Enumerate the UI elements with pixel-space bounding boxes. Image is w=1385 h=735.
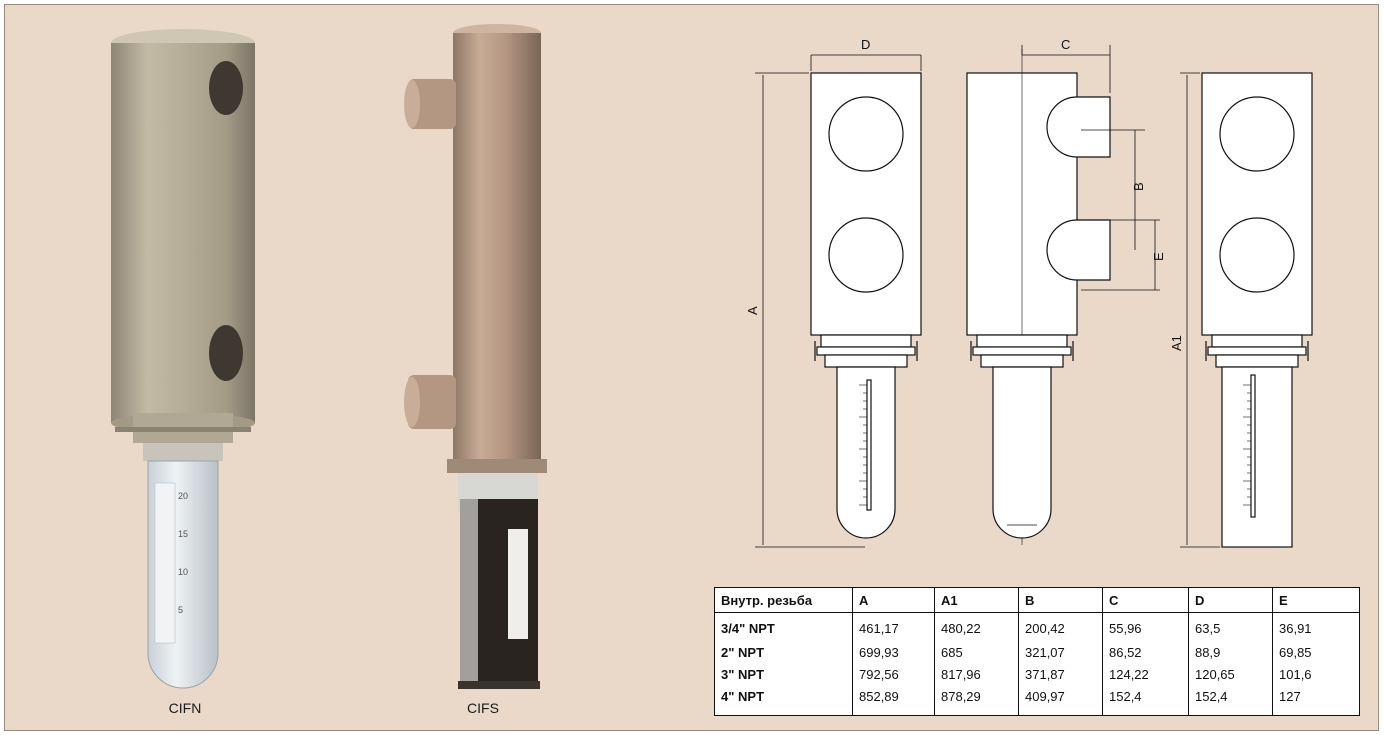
- catalog-page: 20 15 10 5 CIFN CIFS: [4, 4, 1379, 731]
- cell-a1: 480,22: [934, 612, 1019, 644]
- header-b: B: [1018, 587, 1103, 613]
- dimension-label-a: A: [745, 306, 760, 315]
- scale-label-15: 15: [178, 529, 188, 539]
- cell-d: 88,9: [1188, 643, 1273, 666]
- table-row: 4" NPT 852,89 878,29 409,97 152,4 152,4 …: [714, 687, 1360, 716]
- cell-a1: 685: [934, 643, 1019, 666]
- header-thread: Внутр. резьба: [714, 587, 853, 613]
- cifs-caption: CIFS: [467, 700, 499, 716]
- dimension-label-d: D: [861, 37, 870, 52]
- header-a: A: [852, 587, 935, 613]
- cell-thread: 4" NPT: [714, 687, 853, 716]
- cifs-product-photo: [404, 24, 547, 689]
- cell-a: 461,17: [852, 612, 935, 644]
- cell-c: 124,22: [1102, 665, 1189, 688]
- cell-c: 55,96: [1102, 612, 1189, 644]
- cell-e: 69,85: [1272, 643, 1360, 666]
- table-row: 2" NPT 699,93 685 321,07 86,52 88,9 69,8…: [714, 643, 1360, 666]
- header-c: C: [1102, 587, 1189, 613]
- table-header-row: Внутр. резьба A A1 B C D E: [714, 587, 1360, 613]
- header-a1: A1: [934, 587, 1019, 613]
- cell-thread: 3" NPT: [714, 665, 853, 688]
- cell-thread: 3/4" NPT: [714, 612, 853, 644]
- cell-a: 852,89: [852, 687, 935, 716]
- cell-e: 127: [1272, 687, 1360, 716]
- dimension-drawing: D C B E A A1: [745, 37, 1313, 548]
- cell-d: 63,5: [1188, 612, 1273, 644]
- dimension-label-c: C: [1061, 37, 1070, 52]
- scale-label-20: 20: [178, 491, 188, 501]
- rear-view-drawing: [1201, 72, 1313, 548]
- table-row: 3/4" NPT 461,17 480,22 200,42 55,96 63,5…: [714, 612, 1360, 644]
- side-view-drawing: [966, 49, 1111, 545]
- cell-b: 321,07: [1018, 643, 1103, 666]
- cell-a1: 817,96: [934, 665, 1019, 688]
- cifn-caption: CIFN: [168, 700, 202, 716]
- cell-e: 101,6: [1272, 665, 1360, 688]
- scale-label-5: 5: [178, 605, 183, 615]
- cell-a: 699,93: [852, 643, 935, 666]
- cell-d: 120,65: [1188, 665, 1273, 688]
- scale-label-10: 10: [178, 567, 188, 577]
- table-row: 3" NPT 792,56 817,96 371,87 124,22 120,6…: [714, 665, 1360, 688]
- cell-c: 86,52: [1102, 643, 1189, 666]
- dimension-label-a1: A1: [1169, 335, 1184, 351]
- dimension-label-e: E: [1151, 252, 1166, 261]
- cell-a1: 878,29: [934, 687, 1019, 716]
- cell-b: 200,42: [1018, 612, 1103, 644]
- cell-e: 36,91: [1272, 612, 1360, 644]
- cell-b: 409,97: [1018, 687, 1103, 716]
- dimensions-table: Внутр. резьба A A1 B C D E 3/4" NPT 461,…: [714, 587, 1360, 716]
- dimension-label-b: B: [1131, 182, 1146, 191]
- cell-a: 792,56: [852, 665, 935, 688]
- header-e: E: [1272, 587, 1360, 613]
- cifn-product-photo: 20 15 10 5: [111, 29, 255, 689]
- cell-b: 371,87: [1018, 665, 1103, 688]
- front-view-drawing: [810, 72, 922, 539]
- cell-thread: 2" NPT: [714, 643, 853, 666]
- header-d: D: [1188, 587, 1273, 613]
- cell-d: 152,4: [1188, 687, 1273, 716]
- cell-c: 152,4: [1102, 687, 1189, 716]
